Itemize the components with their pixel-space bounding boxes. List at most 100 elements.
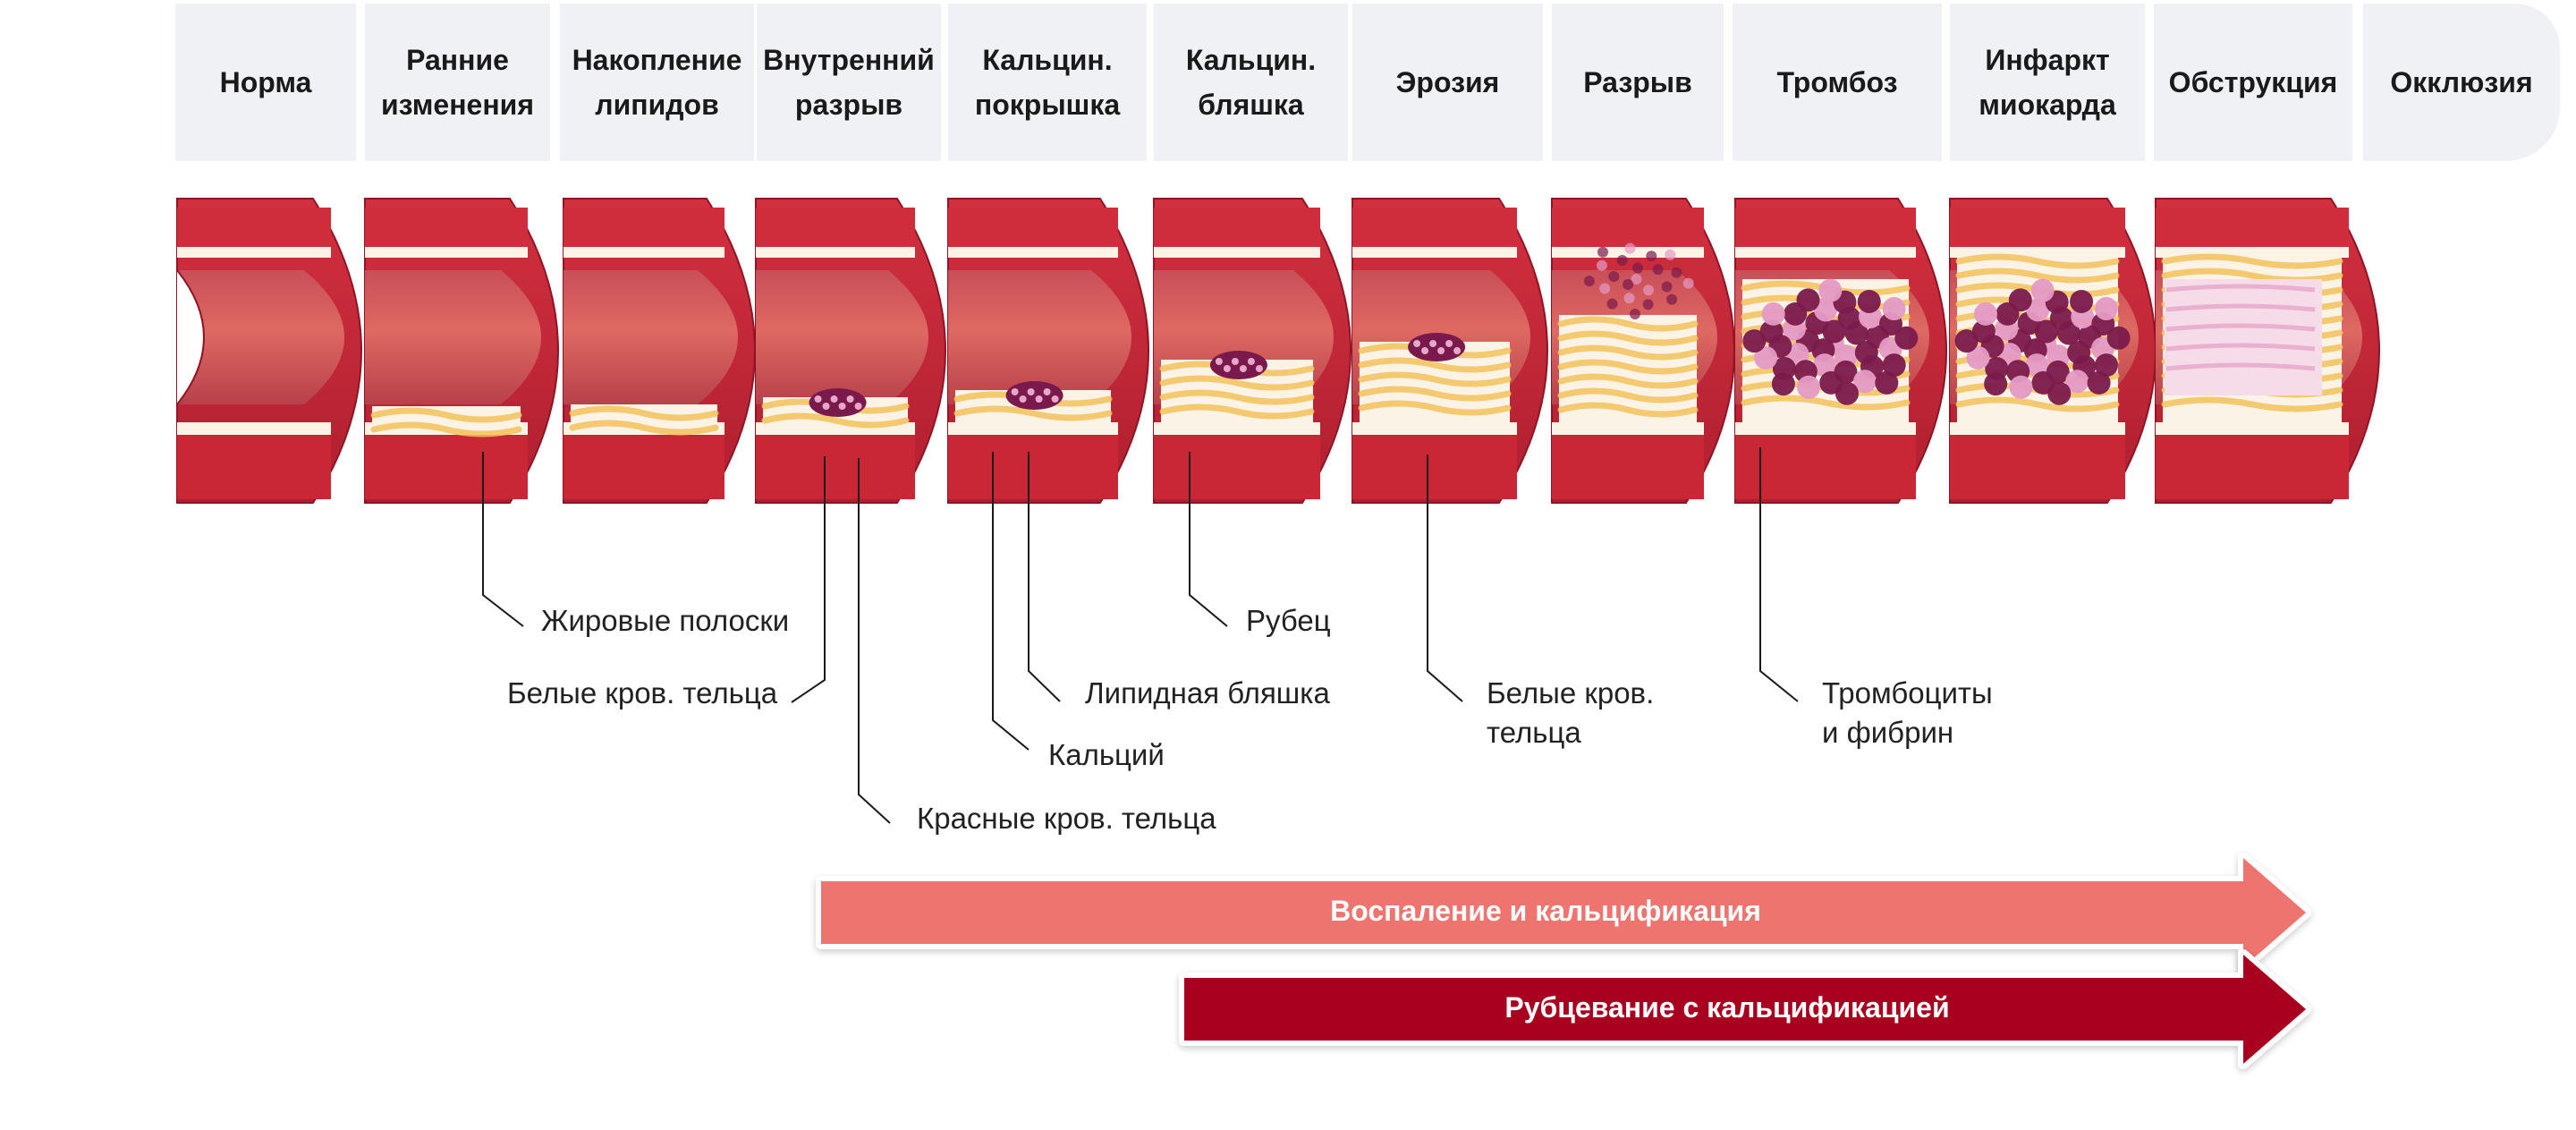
stage-header-5: Кальцин. покрышка bbox=[948, 4, 1147, 161]
cell-dot bbox=[1051, 395, 1059, 403]
cell-dot bbox=[1011, 388, 1019, 395]
vessel-segment-3 bbox=[563, 198, 756, 504]
stage-label: Разрыв bbox=[1583, 66, 1692, 98]
stage-label: Норма bbox=[219, 66, 312, 98]
upper-wall-band bbox=[1552, 208, 1704, 247]
lower-wall-band bbox=[1735, 435, 1916, 499]
thrombus-cell bbox=[1742, 329, 1767, 353]
cell-dot bbox=[1247, 358, 1255, 365]
thrombus-cell bbox=[1974, 302, 1998, 326]
lipid-streak bbox=[1159, 404, 1315, 420]
lipid-streak bbox=[569, 420, 719, 436]
thrombus-cell bbox=[2065, 370, 2089, 394]
callout-leader-7 bbox=[1427, 455, 1463, 702]
obstruction-streak bbox=[2165, 303, 2316, 312]
thrombus-cell bbox=[1671, 267, 1682, 278]
thrombus-cell bbox=[1882, 297, 1906, 321]
thrombus-cell bbox=[1796, 288, 1820, 312]
thrombus-cell bbox=[1814, 298, 1838, 322]
lower-wall-band bbox=[1352, 435, 1517, 499]
upper-intima bbox=[1352, 247, 1517, 258]
callout-leader-5 bbox=[1028, 452, 1061, 702]
band-label-1: Воспаление и кальцификация bbox=[1330, 895, 1761, 927]
upper-intima bbox=[365, 247, 528, 258]
callout-leader-4 bbox=[992, 452, 1030, 751]
cell-dot bbox=[1445, 340, 1453, 347]
cell-cluster bbox=[1005, 381, 1063, 410]
lipid-streak bbox=[1159, 375, 1315, 391]
lipid-streak bbox=[2161, 396, 2343, 412]
cell-dot bbox=[1255, 365, 1263, 372]
obstruction-fill bbox=[2165, 279, 2322, 395]
obstruction-streak bbox=[2165, 343, 2316, 352]
thrombus-cell bbox=[1857, 289, 1881, 313]
thrombus-cell bbox=[1984, 372, 2008, 396]
vessel-segment-8 bbox=[1551, 198, 1735, 504]
thrombus-cell bbox=[1661, 281, 1673, 293]
cell-dot bbox=[1437, 347, 1445, 354]
cell-dot bbox=[846, 395, 854, 403]
thrombus-cell bbox=[1629, 309, 1640, 320]
stage-header-3: Накопление липидов bbox=[560, 4, 754, 161]
lipid-streak bbox=[569, 405, 719, 421]
lipid-streak bbox=[1358, 371, 1512, 387]
cell-dot bbox=[1453, 347, 1462, 354]
thrombus-cell bbox=[1616, 255, 1628, 267]
cell-dot bbox=[1231, 358, 1239, 365]
stage-label: Кальцин. бляшка bbox=[1185, 44, 1317, 121]
vessel-segment-5 bbox=[947, 198, 1149, 504]
stage-label: Тромбоз bbox=[1776, 66, 1898, 98]
band-arrow-1 bbox=[821, 858, 2306, 967]
thrombus-cell bbox=[1624, 242, 1636, 254]
upper-wall-band bbox=[1154, 208, 1320, 247]
callout-label-2: Белые кров. тельца bbox=[507, 676, 778, 709]
vessel-segment-9 bbox=[1734, 198, 1947, 504]
cell-dot bbox=[822, 403, 830, 410]
thrombus-cell bbox=[2009, 375, 2033, 399]
thrombus-cell bbox=[1813, 353, 1837, 378]
thrombus-cell bbox=[1835, 381, 1859, 405]
thrombus-cell bbox=[1852, 370, 1877, 394]
stage-header-10: Инфаркт миокарда bbox=[1950, 4, 2145, 161]
thrombus-cell bbox=[1797, 375, 1821, 399]
upper-wall-band bbox=[756, 208, 915, 247]
thrombus-cell bbox=[2095, 353, 2119, 378]
thrombus-cell bbox=[1597, 246, 1609, 258]
lipid-streak bbox=[953, 405, 1113, 421]
cell-cluster bbox=[1209, 351, 1267, 379]
lower-wall-band bbox=[756, 435, 915, 499]
thrombus-cell bbox=[1606, 298, 1618, 310]
stage-header-9: Тромбоз bbox=[1733, 4, 1942, 161]
thrombus-cell bbox=[1759, 319, 1784, 344]
lipid-streak bbox=[370, 407, 522, 423]
lower-intima bbox=[177, 422, 331, 435]
cell-dot bbox=[1043, 388, 1051, 395]
cell-dot bbox=[1413, 340, 1421, 347]
upper-wall-band bbox=[1950, 208, 2125, 247]
callout-leader-1 bbox=[482, 452, 524, 627]
thrombus-cell bbox=[2008, 288, 2032, 312]
thrombus-cell bbox=[1954, 329, 1979, 353]
cell-dot bbox=[814, 395, 822, 403]
lipid-streak bbox=[1557, 344, 1699, 361]
cell-cluster bbox=[809, 388, 867, 417]
thrombus-cell bbox=[2106, 326, 2131, 350]
stage-label: Кальцин. покрышка bbox=[974, 44, 1121, 121]
lower-wall-band bbox=[564, 435, 724, 499]
thrombus-cell bbox=[1643, 285, 1655, 296]
upper-intima bbox=[948, 247, 1118, 258]
vessel-segment-6 bbox=[1153, 198, 1352, 504]
vessel-segment-7 bbox=[1352, 198, 1548, 504]
callout-leader-6 bbox=[1189, 452, 1228, 627]
upper-wall-band bbox=[1735, 208, 1916, 247]
upper-intima bbox=[564, 247, 724, 258]
cell-dot bbox=[838, 403, 846, 410]
thrombus-cell bbox=[1596, 259, 1607, 271]
lower-wall-band bbox=[948, 435, 1118, 499]
upper-intima bbox=[1154, 247, 1320, 258]
stage-label: Ранние изменения bbox=[380, 44, 535, 121]
vessel-segment-1 bbox=[176, 198, 362, 504]
thrombus-cell bbox=[2047, 381, 2072, 405]
callout-label-4: Кальций bbox=[1048, 738, 1165, 771]
